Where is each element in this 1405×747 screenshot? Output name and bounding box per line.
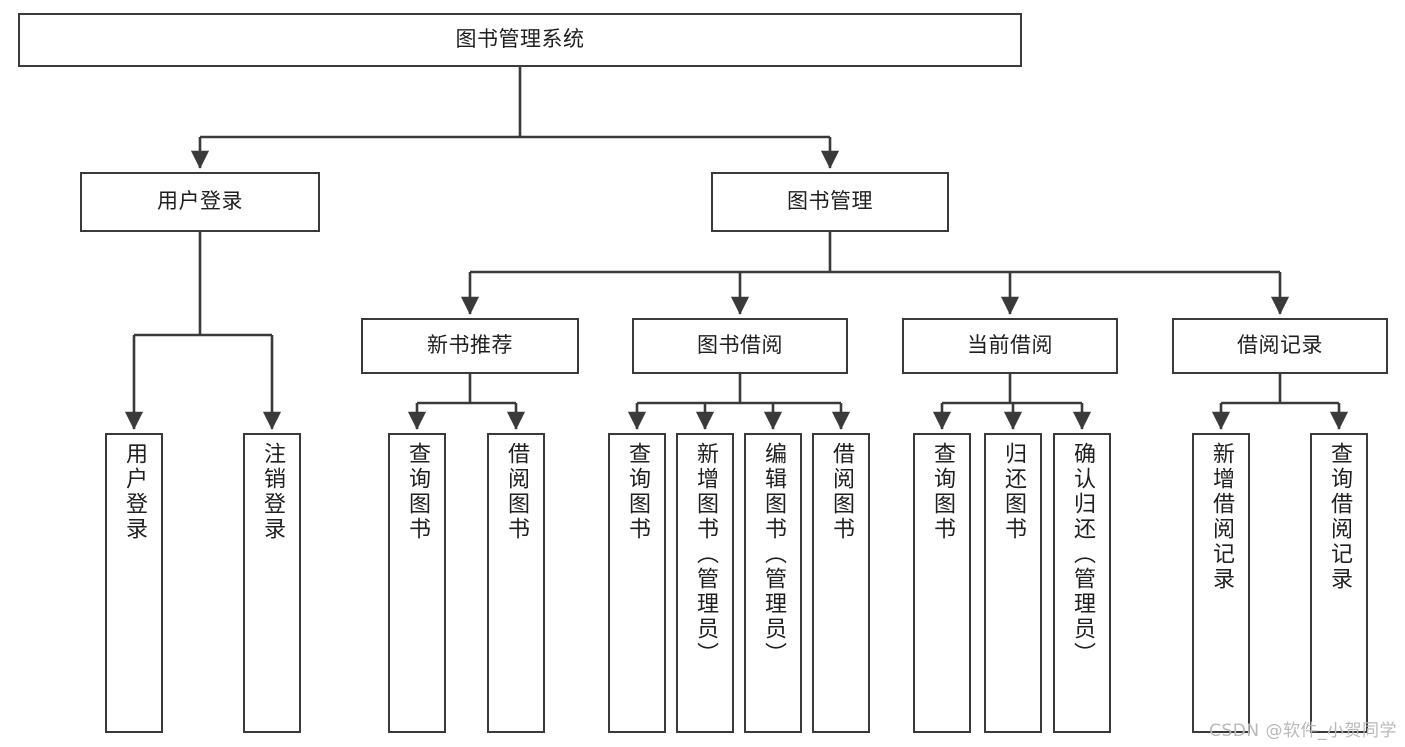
- node-current-borrow-label: 当前借阅: [967, 333, 1053, 358]
- node-book-borrow-label: 图书借阅: [697, 333, 783, 358]
- node-leaf-query-borrow-record[interactable]: 查询借阅记录: [1310, 433, 1368, 733]
- node-current-borrow[interactable]: 当前借阅: [902, 318, 1118, 374]
- node-leaf-logout-label: 注销登录: [259, 442, 285, 542]
- node-new-book-recommend-label: 新书推荐: [427, 333, 513, 358]
- node-leaf-query-book-current-label: 查询图书: [929, 442, 955, 542]
- csdn-watermark: CSDN @软件_小贺同学: [1209, 721, 1397, 741]
- node-leaf-query-book-borrow-label: 查询图书: [624, 442, 650, 542]
- node-book-management[interactable]: 图书管理: [711, 172, 949, 232]
- node-user-login-label: 用户登录: [157, 189, 243, 214]
- node-borrow-records[interactable]: 借阅记录: [1172, 318, 1388, 374]
- node-leaf-logout[interactable]: 注销登录: [243, 433, 301, 733]
- node-borrow-records-label: 借阅记录: [1237, 333, 1323, 358]
- node-leaf-query-book-borrow[interactable]: 查询图书: [608, 433, 666, 733]
- node-root[interactable]: 图书管理系统: [18, 13, 1022, 67]
- node-root-label: 图书管理系统: [455, 27, 585, 52]
- node-leaf-confirm-return-label: 确认归还（管理员）: [1069, 442, 1095, 667]
- node-leaf-edit-book-label: 编辑图书（管理员）: [760, 442, 786, 667]
- node-leaf-query-book-current[interactable]: 查询图书: [913, 433, 971, 733]
- node-book-borrow[interactable]: 图书借阅: [632, 318, 848, 374]
- node-leaf-user-login[interactable]: 用户登录: [105, 433, 163, 733]
- node-new-book-recommend[interactable]: 新书推荐: [361, 318, 579, 374]
- node-leaf-add-borrow-record[interactable]: 新增借阅记录: [1192, 433, 1250, 733]
- node-leaf-confirm-return[interactable]: 确认归还（管理员）: [1053, 433, 1111, 733]
- node-leaf-return-book-label: 归还图书: [1000, 442, 1026, 542]
- node-leaf-borrow-book-recommend[interactable]: 借阅图书: [487, 433, 545, 733]
- node-leaf-return-book[interactable]: 归还图书: [984, 433, 1042, 733]
- node-leaf-add-book[interactable]: 新增图书（管理员）: [676, 433, 734, 733]
- node-leaf-query-book-recommend[interactable]: 查询图书: [388, 433, 446, 733]
- node-leaf-query-borrow-record-label: 查询借阅记录: [1326, 442, 1352, 592]
- node-leaf-add-borrow-record-label: 新增借阅记录: [1208, 442, 1234, 592]
- node-leaf-user-login-label: 用户登录: [121, 442, 147, 542]
- node-leaf-borrow-book[interactable]: 借阅图书: [812, 433, 870, 733]
- node-book-management-label: 图书管理: [787, 189, 873, 214]
- node-user-login[interactable]: 用户登录: [80, 172, 320, 232]
- node-leaf-edit-book[interactable]: 编辑图书（管理员）: [744, 433, 802, 733]
- node-leaf-add-book-label: 新增图书（管理员）: [692, 442, 718, 667]
- node-leaf-borrow-book-recommend-label: 借阅图书: [503, 442, 529, 542]
- node-leaf-borrow-book-label: 借阅图书: [828, 442, 854, 542]
- node-leaf-query-book-recommend-label: 查询图书: [404, 442, 430, 542]
